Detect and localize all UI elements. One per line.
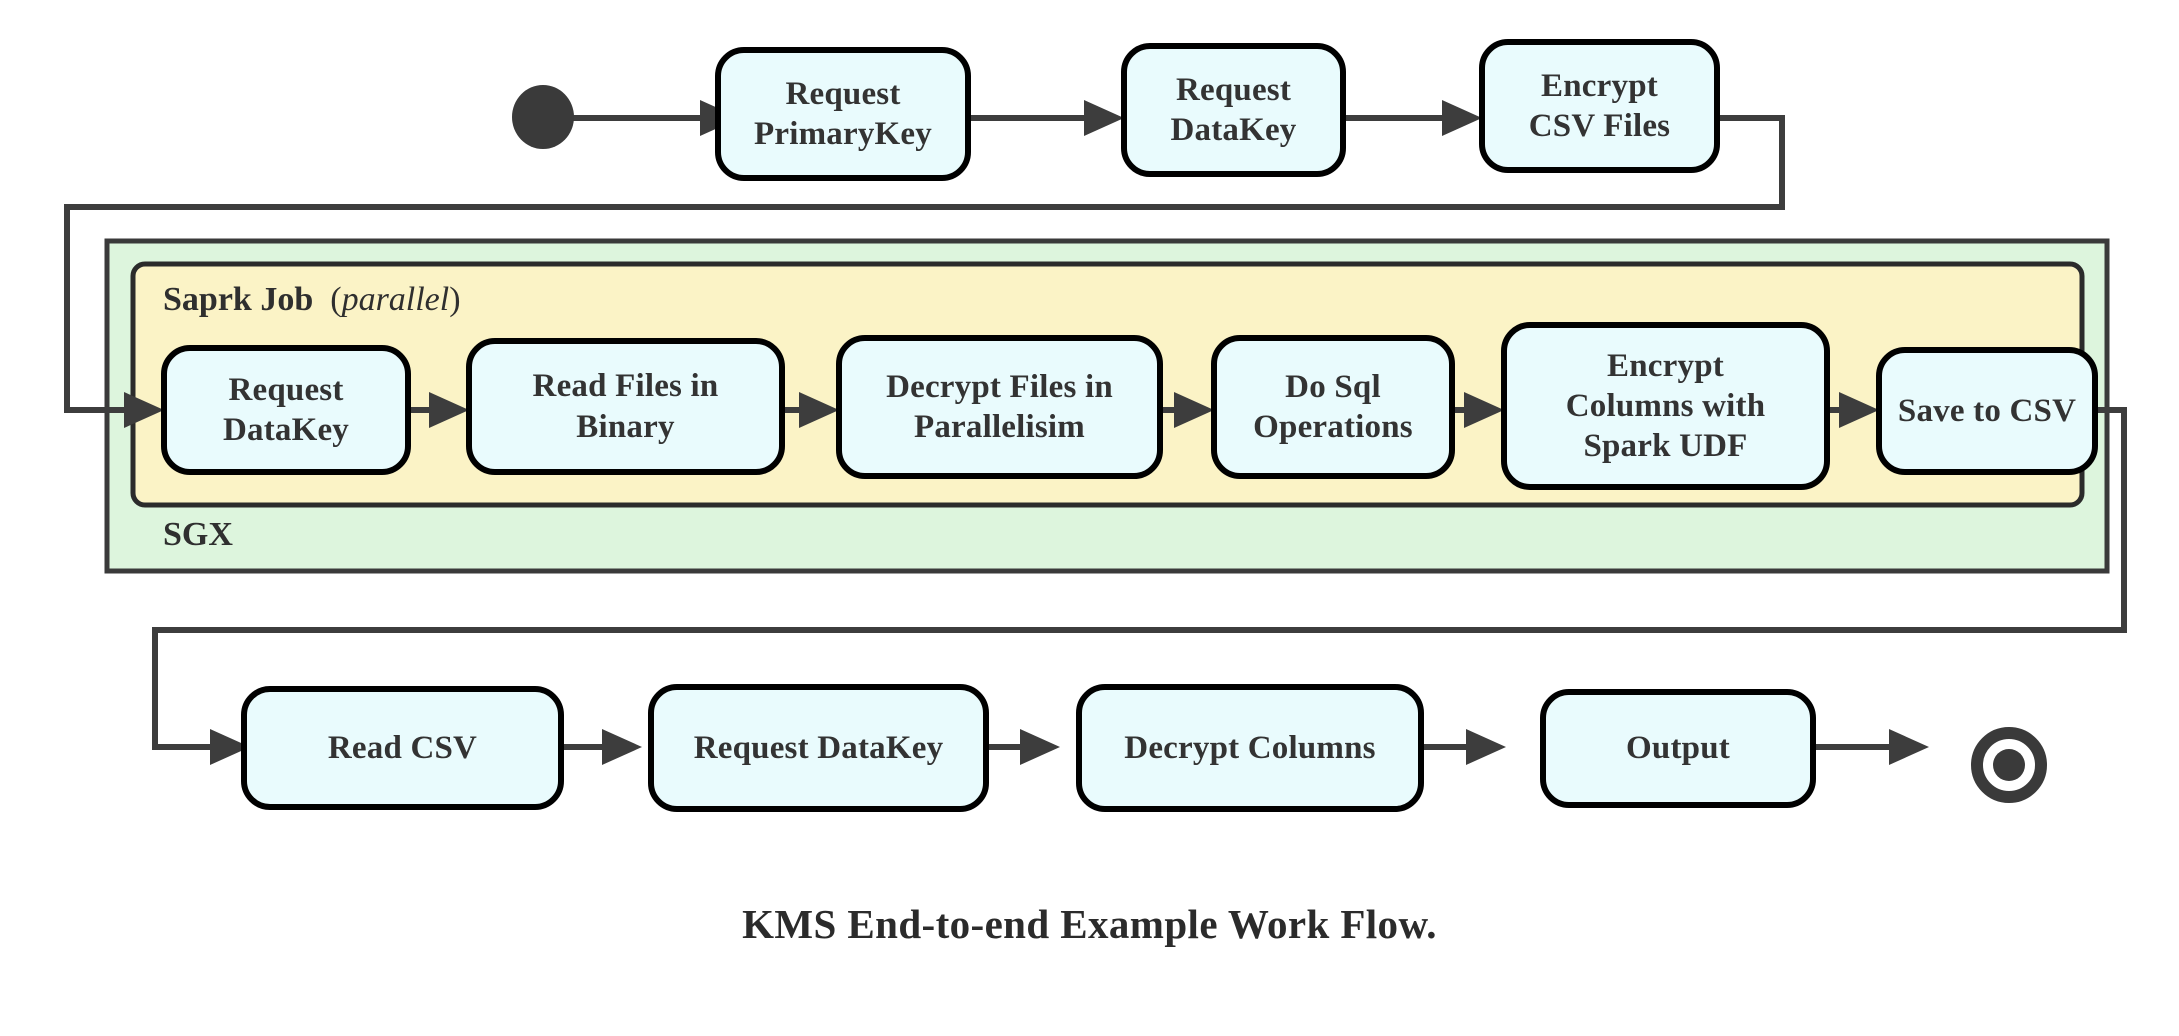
connector-primarykey-to-datakey bbox=[968, 100, 1124, 136]
node-read-files-in-binary[interactable] bbox=[466, 338, 785, 475]
group-title-sgx: SGX bbox=[163, 516, 233, 554]
node-request-datakey-bottom[interactable] bbox=[648, 684, 989, 812]
connector-datakey-to-encrypt-csv bbox=[1343, 100, 1482, 136]
node-request-datakey-spark[interactable] bbox=[161, 345, 411, 475]
connector-decrypt-columns-to-output bbox=[1421, 729, 1506, 765]
diagram-caption: KMS End-to-end Example Work Flow. bbox=[742, 901, 1437, 947]
group-title-spark-paren-open: ( bbox=[330, 281, 342, 318]
node-do-sql-operations[interactable] bbox=[1211, 335, 1455, 479]
end-node-core bbox=[1993, 749, 2025, 781]
connector-read-files-to-decrypt-files bbox=[782, 392, 839, 428]
group-title-spark-job: Saprk Job (parallel) bbox=[163, 281, 461, 319]
connector-save-csv-to-read-csv bbox=[152, 407, 2127, 765]
node-output[interactable] bbox=[1540, 689, 1816, 808]
node-read-csv[interactable] bbox=[241, 686, 564, 810]
node-decrypt-files-in-parallelisim[interactable] bbox=[836, 335, 1163, 479]
node-encrypt-columns-with-spark-udf[interactable] bbox=[1501, 322, 1830, 490]
group-title-spark-paren-close: ) bbox=[449, 281, 461, 318]
node-request-datakey-top[interactable] bbox=[1121, 43, 1346, 177]
end-node-ring bbox=[1971, 727, 2047, 803]
group-title-sgx-text: SGX bbox=[163, 516, 233, 553]
connector-read-csv-to-request-datakey bbox=[561, 729, 642, 765]
connector-spark-datakey-to-read-files bbox=[408, 392, 469, 428]
connector-request-datakey-to-decrypt-columns bbox=[986, 729, 1060, 765]
connector-start-to-request-primarykey bbox=[567, 100, 740, 136]
node-encrypt-csv-files[interactable] bbox=[1479, 39, 1720, 173]
node-decrypt-columns[interactable] bbox=[1076, 684, 1424, 812]
start-node bbox=[512, 85, 574, 149]
connector-decrypt-files-to-do-sql bbox=[1160, 392, 1214, 428]
connector-encrypt-csv-to-spark-datakey bbox=[64, 115, 1785, 428]
group-title-spark-main: Saprk Job bbox=[163, 281, 314, 318]
group-title-spark-qualifier: parallel bbox=[341, 281, 450, 318]
node-request-primarykey[interactable] bbox=[715, 47, 971, 181]
node-save-to-csv[interactable] bbox=[1876, 347, 2098, 475]
